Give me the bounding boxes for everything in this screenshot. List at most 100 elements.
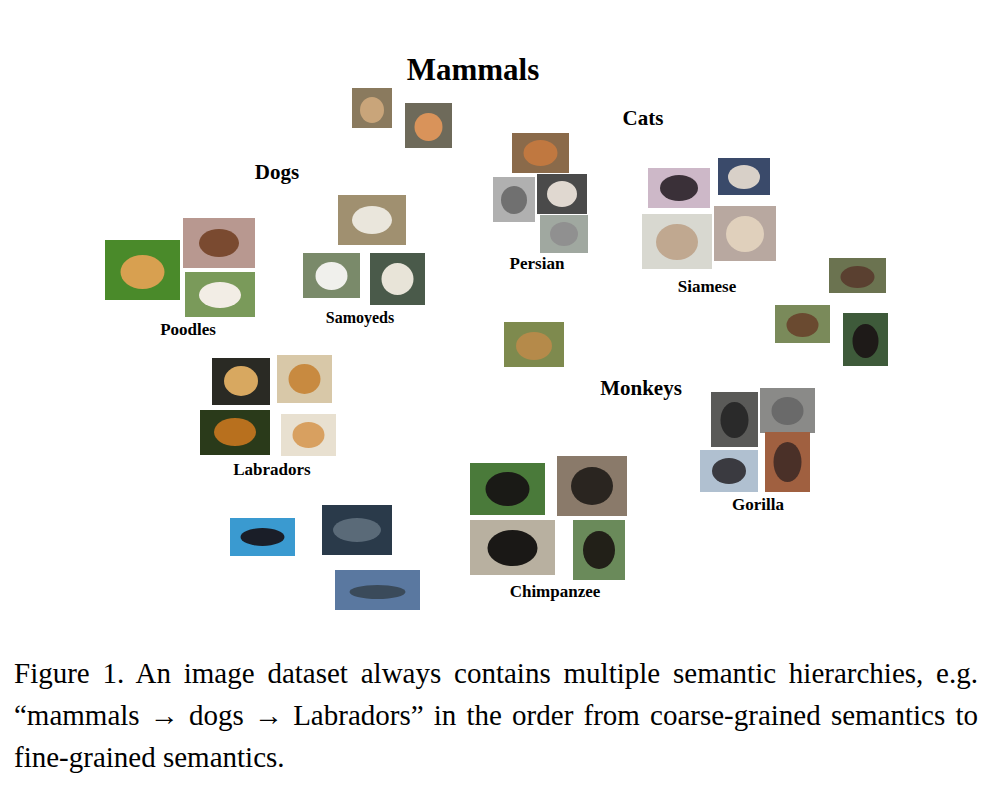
photo-ground [760,388,815,433]
group-label: Siamese [678,277,737,297]
group-ellipse: CatsPersianSiamese [462,75,818,318]
photo [540,215,588,253]
photo-ground [281,414,336,456]
animal-shape [293,422,325,448]
animal-shape [488,530,538,566]
animal-shape [516,332,552,360]
group-ellipse-shape [686,371,830,529]
photo [230,518,295,556]
photo [185,272,255,317]
photo-ground [718,158,770,195]
photo [537,174,587,214]
photo [183,218,255,268]
photo-ground [212,358,270,405]
group-label: Dogs [255,160,299,184]
animal-shape [224,366,258,396]
photo [504,322,564,367]
photo-ground [322,505,392,555]
animal-shape [728,165,760,189]
photo-ground [642,214,712,269]
animal-shape [524,140,558,166]
animal-shape [841,266,875,288]
photo-ground [537,174,587,214]
photo-ground [200,410,270,455]
photo [338,195,406,245]
photo [200,410,270,455]
photo-ground [648,168,710,208]
photo-ground [711,392,758,447]
photo-ground [338,195,406,245]
animal-shape [712,458,746,484]
photo [105,240,180,300]
group-ellipse: Labradors [168,333,370,493]
animal-shape [583,531,615,569]
animal-shape [571,467,613,505]
group-label: Gorilla [732,495,784,515]
group-ellipse-shape [96,190,274,348]
photo-ground [335,570,420,610]
photo [642,214,712,269]
animal-shape [772,397,804,425]
group-label: Mammals [407,52,540,88]
group-label: Labradors [233,460,310,480]
photo-ground [843,313,888,366]
photo-ground [370,253,425,305]
photo-ground [230,518,295,556]
photo-ground [277,355,332,403]
group-label: Monkeys [600,376,682,400]
animal-shape [121,255,165,289]
photo [714,206,776,261]
group-label: Cats [623,106,664,130]
animal-shape [360,97,384,123]
photo [322,505,392,555]
photo-ground [183,218,255,268]
animal-shape [721,402,749,438]
photo [760,388,815,433]
photo-ground [765,432,810,492]
photo-ground [405,103,452,148]
photo [470,463,545,515]
group-ellipse: MonkeysChimpanzee Gorilla [420,346,858,628]
photo-ground [493,177,535,222]
photo [573,520,625,580]
photo [718,158,770,195]
photo [212,358,270,405]
photo [352,88,392,128]
photo [303,253,360,298]
animal-shape [382,263,414,295]
photo [405,103,452,148]
group-ellipse-shape [66,19,934,639]
group-ellipse: Gorilla [685,370,831,530]
animal-shape [316,262,348,290]
photo-ground [470,463,545,515]
group-ellipse-shape [421,347,857,627]
photo [829,258,886,293]
photo-ground [700,450,758,492]
photo-ground [303,253,360,298]
photo [557,456,627,516]
group-ellipse-shape [444,433,682,615]
photo [700,450,758,492]
group-ellipse: Chimpanzee [443,432,683,616]
animal-shape [415,113,443,141]
photo-ground [512,133,569,173]
group-label: Poodles [160,320,216,340]
animal-shape [550,222,578,246]
photo [277,355,332,403]
group-ellipse-shape [289,176,429,350]
photo-ground [829,258,886,293]
photo [335,570,420,610]
animal-shape [501,186,527,214]
group-label: Samoyeds [326,309,394,327]
figure-caption: Figure 1. An image dataset always contai… [14,652,978,778]
photo-ground [714,206,776,261]
group-ellipse-shape [463,76,817,317]
group-ellipse-shape [69,139,484,497]
photo [512,133,569,173]
animal-shape [199,282,241,308]
photo-ground [557,456,627,516]
photo-ground [352,88,392,128]
animal-shape [774,442,802,482]
photo-ground [573,520,625,580]
